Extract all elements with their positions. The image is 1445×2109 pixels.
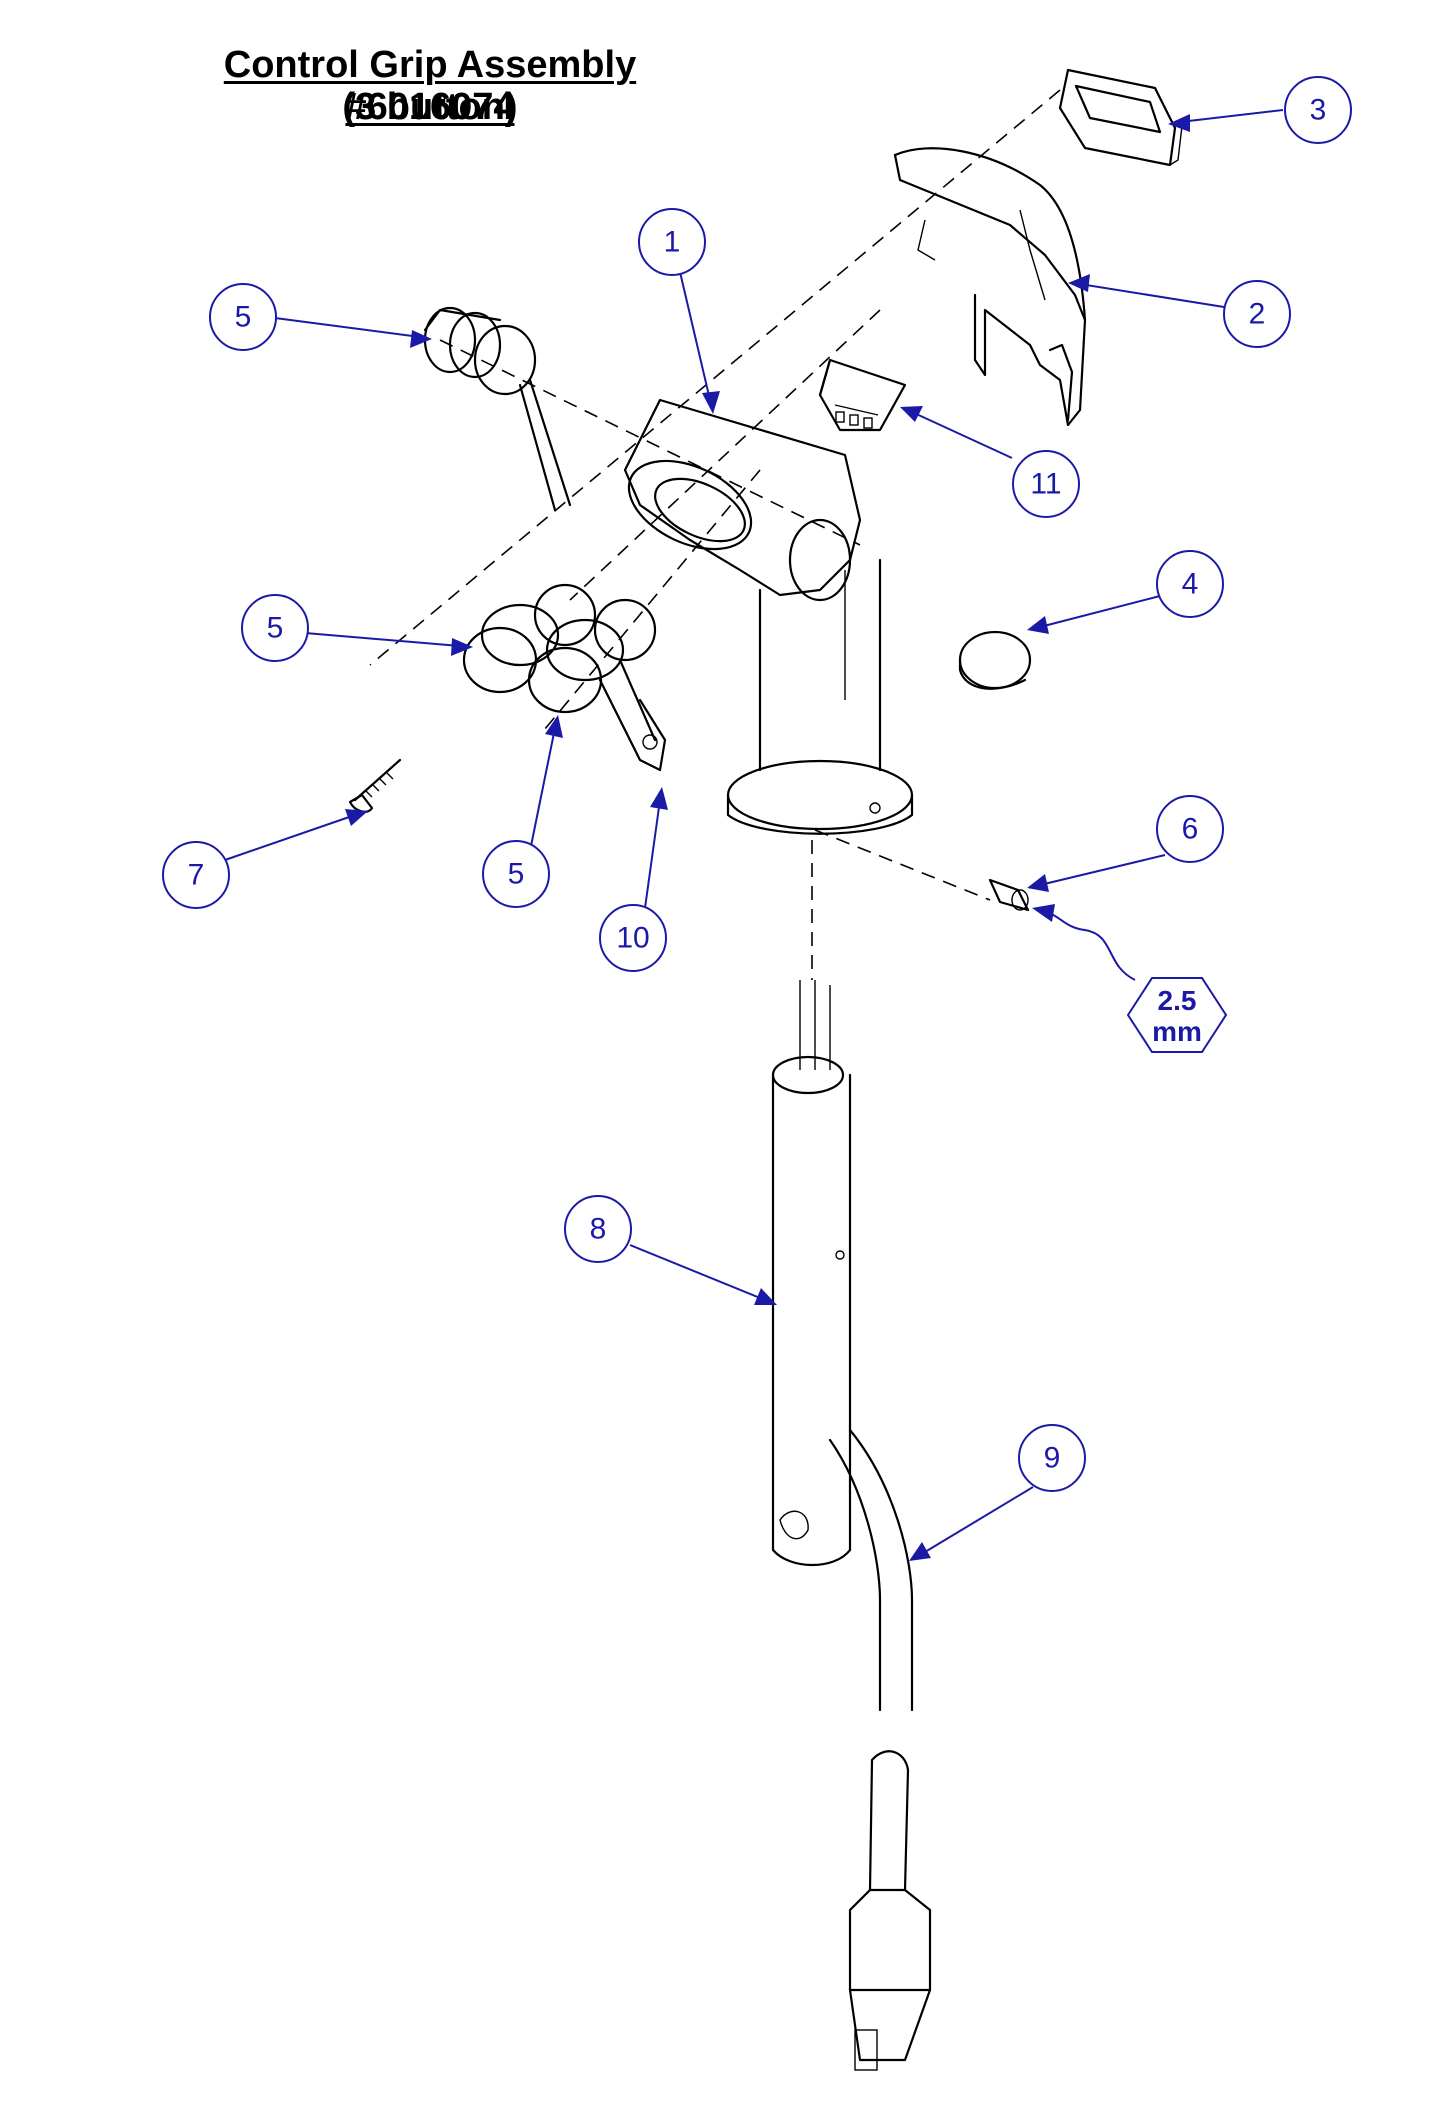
part-5-button-top — [423, 306, 572, 512]
hex-wrench-note: 2.5 mm — [1126, 977, 1228, 1053]
part-4-plug — [958, 630, 1032, 690]
callout-8: 8 — [564, 1195, 632, 1263]
part-10-wire-harness — [598, 658, 667, 772]
part-5-buttons-lower — [462, 583, 657, 714]
leader-lines — [224, 109, 1284, 1561]
callout-6-label: 6 — [1182, 813, 1199, 846]
callout-9-label: 9 — [1044, 1442, 1061, 1475]
part-2-trigger — [893, 147, 1087, 427]
callout-10: 10 — [599, 904, 667, 972]
callout-10-label: 10 — [616, 922, 649, 955]
callout-4-label: 4 — [1182, 568, 1199, 601]
callout-9: 9 — [1018, 1424, 1086, 1492]
part-11-connector — [818, 358, 907, 432]
part-6-set-screw — [988, 878, 1030, 912]
part-8-tube — [771, 980, 852, 1567]
center-lines — [369, 89, 1061, 980]
callout-4: 4 — [1156, 550, 1224, 618]
callout-2: 2 — [1223, 280, 1291, 348]
callout-8-label: 8 — [590, 1213, 607, 1246]
callout-5b: 5 — [241, 594, 309, 662]
callout-6: 6 — [1156, 795, 1224, 863]
callout-5a-label: 5 — [235, 301, 252, 334]
hex-size-value: 2.5 — [1158, 985, 1197, 1016]
part-9-cable — [828, 1428, 932, 2071]
callout-3-label: 3 — [1310, 94, 1327, 127]
diagram-title: Control Grip Assembly #6016074 — [223, 44, 637, 128]
callout-2-label: 2 — [1249, 298, 1266, 331]
part-7-screw — [348, 758, 402, 813]
callout-11: 11 — [1012, 450, 1080, 518]
callout-11-label: 11 — [1030, 468, 1061, 501]
callout-5c-label: 5 — [508, 858, 525, 891]
callout-7-label: 7 — [188, 859, 205, 892]
callout-1: 1 — [638, 208, 706, 276]
hex-size-unit: mm — [1152, 1016, 1202, 1047]
callout-5b-label: 5 — [267, 612, 284, 645]
part-3-insert — [1058, 68, 1183, 167]
part-1-grip-housing — [623, 398, 914, 835]
callout-7: 7 — [162, 841, 230, 909]
diagram-subtitle: (3 button) — [342, 86, 518, 128]
callout-5a: 5 — [209, 283, 277, 351]
callout-5c: 5 — [482, 840, 550, 908]
callout-1-label: 1 — [664, 226, 681, 259]
callout-3: 3 — [1284, 76, 1352, 144]
